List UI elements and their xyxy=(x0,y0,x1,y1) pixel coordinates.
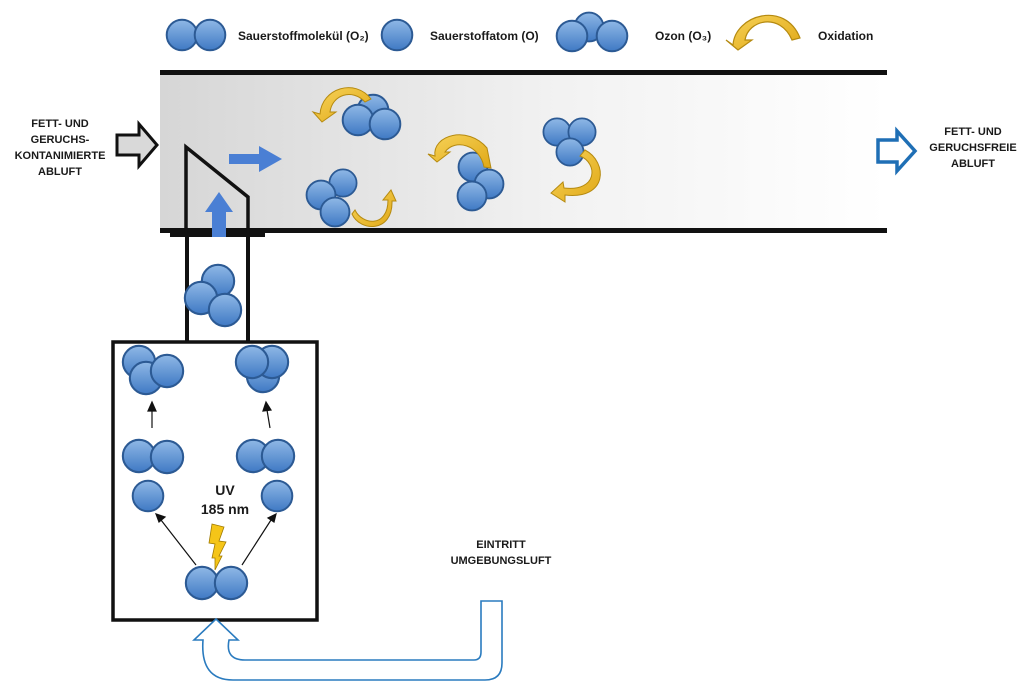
legend-oxidation-label: Oxidation xyxy=(818,29,874,43)
legend-o2-icon xyxy=(165,18,227,52)
flow-right-arrow-icon xyxy=(229,146,282,172)
ambient-air-label: EINTRITT UMGEBUNGSLUFT xyxy=(436,538,566,570)
chamber-o2-right xyxy=(235,438,296,474)
chamber-o-atom-left xyxy=(131,479,165,513)
ambient-air-label-line: EINTRITT xyxy=(476,539,526,551)
chamber-ozone-left xyxy=(121,344,185,396)
outlet-arrow-icon xyxy=(876,126,918,176)
inlet-label-line: GERUCHS- xyxy=(30,133,90,146)
pipe-ozone-molecule xyxy=(183,263,243,328)
uv-label-line2: 185 nm xyxy=(200,500,250,517)
oxidation-arrow-icon xyxy=(351,189,397,227)
uv-lightning-icon xyxy=(208,523,227,571)
inlet-label-line: KONTANIMIERTE xyxy=(14,149,106,162)
inlet-label-line: FETT- UND xyxy=(31,118,89,130)
inlet-label: FETT- UND GERUCHS- KONTANIMIERTE ABLUFT xyxy=(10,117,110,181)
outlet-label: FETT- UND GERUCHSFREIE ABLUFT xyxy=(928,125,1018,173)
oxidation-arrow-icon xyxy=(311,87,372,123)
legend-o3-icon xyxy=(555,11,629,53)
oxidation-arrow-icon xyxy=(550,149,601,203)
reaction-arrows xyxy=(147,400,277,566)
flow-up-arrow-icon xyxy=(205,192,233,237)
uv-label-line1: UV xyxy=(215,482,235,498)
ozone-supply-pipe xyxy=(185,233,250,342)
legend-o2-label: Sauerstoffmolekül (O₂) xyxy=(238,29,369,43)
chamber-o2-left xyxy=(121,438,185,475)
inlet-arrow-icon xyxy=(115,119,159,171)
outlet-label-line: GERUCHSFREIE xyxy=(929,141,1017,154)
legend-o3-label: Ozon (O₃) xyxy=(655,29,712,43)
chamber-ozone-right xyxy=(234,344,290,394)
legend-o-icon xyxy=(380,18,414,52)
outlet-label-line: ABLUFT xyxy=(951,157,995,170)
oxidation-arrow-icon xyxy=(427,134,492,169)
chamber-o2-bottom xyxy=(184,565,249,601)
legend-o-label: Sauerstoffatom (O) xyxy=(430,29,539,43)
inlet-label-line: ABLUFT xyxy=(38,165,82,178)
ambient-air-arrow-icon xyxy=(192,600,503,681)
exhaust-duct xyxy=(160,70,887,237)
injection-nozzle xyxy=(184,143,250,233)
uv-label: UV 185 nm xyxy=(195,481,255,519)
legend-oxidation-icon xyxy=(725,14,801,51)
ambient-air-label-line: UMGEBUNGSLUFT xyxy=(450,554,552,567)
legend xyxy=(165,11,801,53)
chamber-o-atom-right xyxy=(260,479,294,513)
outlet-label-line: FETT- UND xyxy=(944,126,1002,138)
